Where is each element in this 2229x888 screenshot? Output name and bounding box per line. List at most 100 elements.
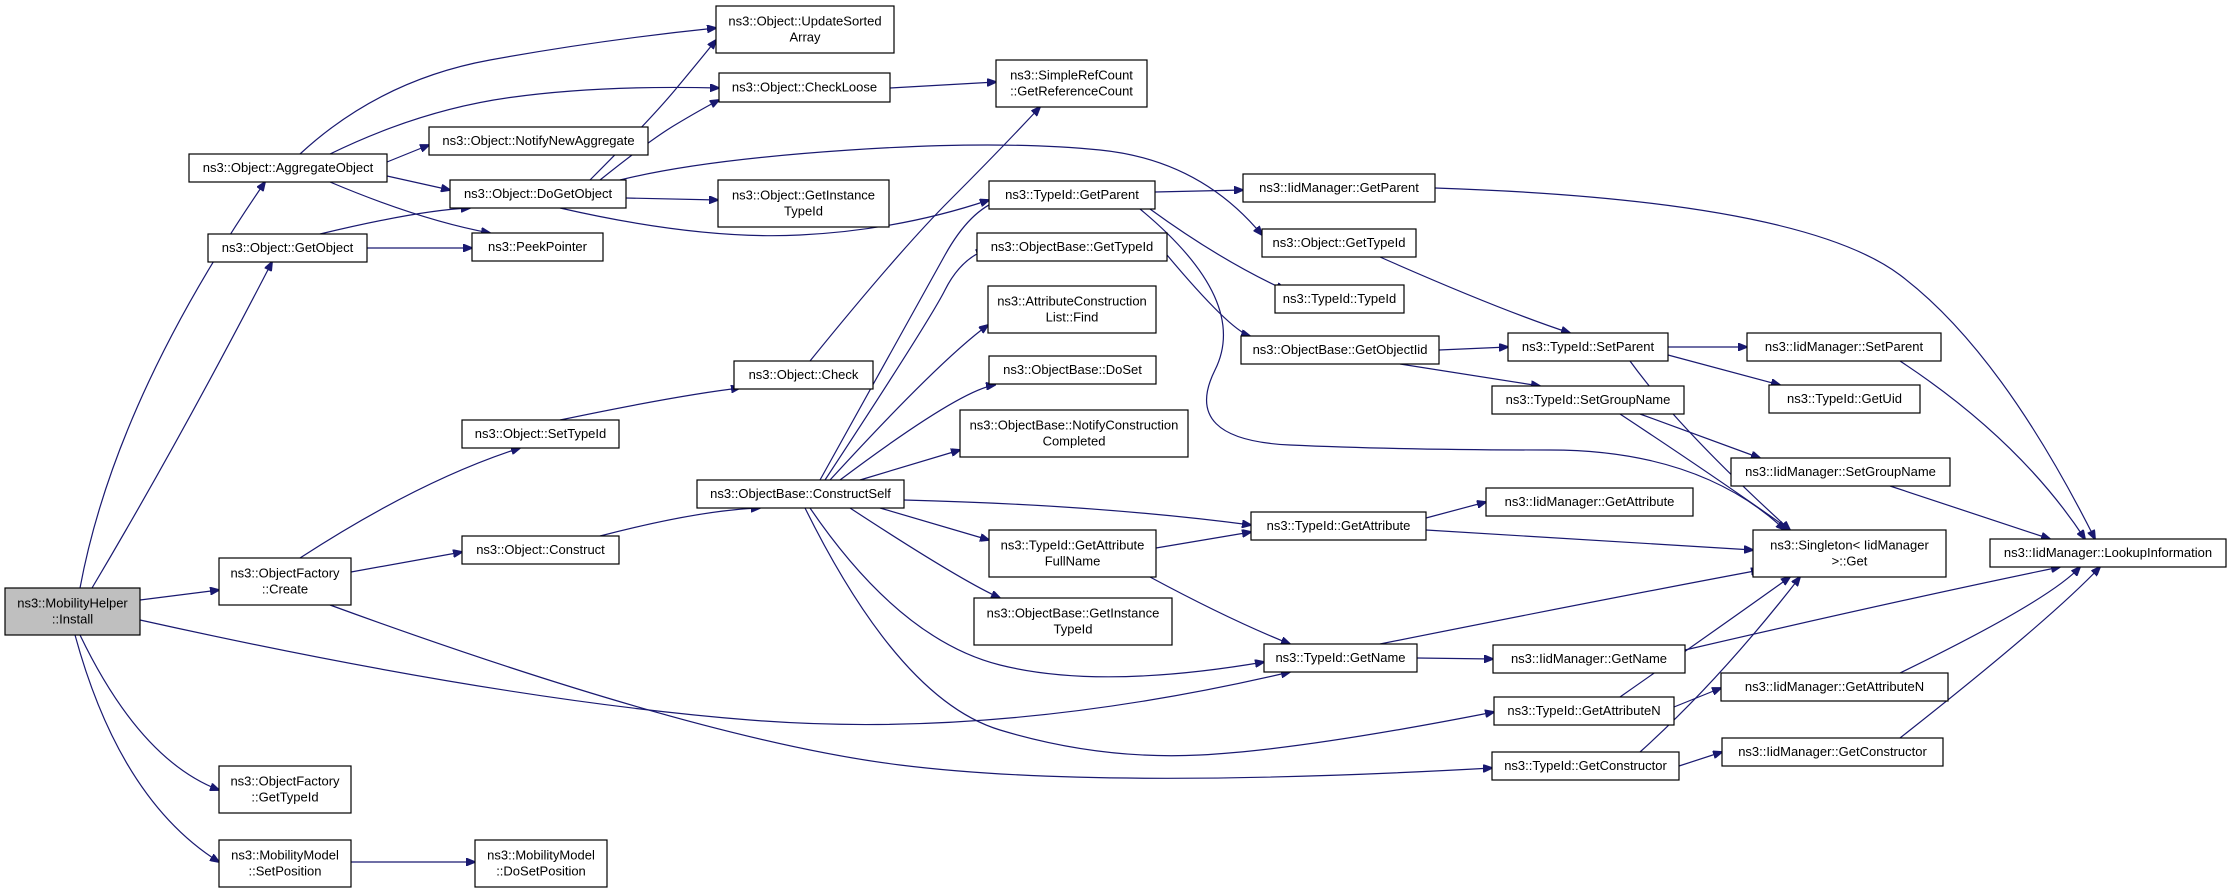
node-iid_getattribute[interactable]: ns3::IidManager::GetAttribute: [1485, 487, 1694, 517]
node-box-singleton_get[interactable]: [1752, 529, 1947, 578]
node-box-tid_getuid[interactable]: [1768, 384, 1921, 414]
node-label-ob_getobjectiid-0: ns3::ObjectBase::GetObjectIid: [1253, 342, 1428, 357]
node-box-install[interactable]: [4, 587, 141, 636]
node-peekpointer[interactable]: ns3::PeekPointer: [471, 232, 604, 262]
node-box-ob_doset[interactable]: [988, 355, 1157, 385]
node-getrefcount[interactable]: ns3::SimpleRefCount::GetReferenceCount: [995, 59, 1148, 108]
node-box-obj_gettypeid[interactable]: [1261, 228, 1417, 258]
edge-constructself-to-tid_getparent: [819, 200, 1000, 481]
node-label-of_create-0: ns3::ObjectFactory: [230, 566, 340, 581]
node-iid_getparent[interactable]: ns3::IidManager::GetParent: [1242, 173, 1436, 203]
node-box-of_gettypeid[interactable]: [218, 765, 352, 814]
node-box-acl_find[interactable]: [987, 285, 1157, 334]
node-of_create[interactable]: ns3::ObjectFactory::Create: [218, 557, 352, 606]
node-notifynewagg[interactable]: ns3::Object::NotifyNewAggregate: [428, 126, 649, 156]
edge-aggregate-to-checkloose: [329, 87, 719, 155]
node-box-peekpointer[interactable]: [471, 232, 604, 262]
node-label-install-0: ns3::MobilityHelper: [17, 596, 128, 611]
node-box-tid_typeid[interactable]: [1274, 284, 1405, 314]
node-box-tid_setgroupname[interactable]: [1491, 385, 1685, 415]
node-label-mm_dosetpos-0: ns3::MobilityModel: [487, 848, 595, 863]
edge-getobject-to-dogetobject: [319, 208, 470, 235]
node-iid_setgroupname[interactable]: ns3::IidManager::SetGroupName: [1730, 457, 1951, 487]
node-box-iid_getname[interactable]: [1492, 644, 1686, 674]
node-box-iid_lookup[interactable]: [1989, 538, 2227, 568]
node-box-getobject[interactable]: [207, 233, 368, 263]
node-box-tid_getattrn[interactable]: [1493, 696, 1675, 726]
node-singleton_get[interactable]: ns3::Singleton< IidManager >::Get: [1752, 529, 1947, 578]
node-iid_getconstructor[interactable]: ns3::IidManager::GetConstructor: [1721, 737, 1944, 767]
edge-ob_gettypeid-to-ob_getobjectiid: [1166, 254, 1250, 336]
node-settypeid[interactable]: ns3::Object::SetTypeId: [461, 419, 620, 449]
node-box-iid_getparent[interactable]: [1242, 173, 1436, 203]
node-box-tid_getattribute[interactable]: [1250, 511, 1427, 541]
node-box-dogetobject[interactable]: [449, 179, 627, 209]
node-box-aggregate[interactable]: [188, 153, 388, 183]
node-getobject[interactable]: ns3::Object::GetObject: [207, 233, 368, 263]
node-box-ob_getinst[interactable]: [973, 597, 1173, 646]
node-box-checkloose[interactable]: [718, 72, 891, 103]
node-tid_getuid[interactable]: ns3::TypeId::GetUid: [1768, 384, 1921, 414]
node-box-constructself[interactable]: [696, 479, 905, 509]
node-aggregate[interactable]: ns3::Object::AggregateObject: [188, 153, 388, 183]
node-iid_getattrn[interactable]: ns3::IidManager::GetAttributeN: [1720, 672, 1949, 702]
node-box-settypeid[interactable]: [461, 419, 620, 449]
node-box-tid_setparent[interactable]: [1507, 332, 1669, 362]
node-box-iid_getattribute[interactable]: [1485, 487, 1694, 517]
node-box-ob_getobjectiid[interactable]: [1240, 335, 1440, 365]
node-tid_getparent[interactable]: ns3::TypeId::GetParent: [988, 180, 1156, 210]
node-constructself[interactable]: ns3::ObjectBase::ConstructSelf: [696, 479, 905, 509]
node-tid_getconstructor[interactable]: ns3::TypeId::GetConstructor: [1491, 751, 1680, 781]
node-tid_getattribute[interactable]: ns3::TypeId::GetAttribute: [1250, 511, 1427, 541]
edge-tid_setgroupname-to-iid_setgroupname: [1639, 413, 1760, 458]
node-install[interactable]: ns3::MobilityHelper::Install: [4, 587, 141, 636]
node-box-iid_getconstructor[interactable]: [1721, 737, 1944, 767]
node-tid_getattrn[interactable]: ns3::TypeId::GetAttributeN: [1493, 696, 1675, 726]
node-box-iid_getattrn[interactable]: [1720, 672, 1949, 702]
node-box-check[interactable]: [733, 360, 874, 390]
node-box-getrefcount[interactable]: [995, 59, 1148, 108]
node-ob_doset[interactable]: ns3::ObjectBase::DoSet: [988, 355, 1157, 385]
node-ob_notify[interactable]: ns3::ObjectBase::NotifyConstructionCompl…: [959, 409, 1189, 458]
node-tid_getname[interactable]: ns3::TypeId::GetName: [1263, 643, 1418, 673]
node-tid_setgroupname[interactable]: ns3::TypeId::SetGroupName: [1491, 385, 1685, 415]
node-box-notifynewagg[interactable]: [428, 126, 649, 156]
node-label-getinst1-1: TypeId: [784, 204, 823, 219]
node-box-getinst1[interactable]: [717, 179, 890, 228]
node-dogetobject[interactable]: ns3::Object::DoGetObject: [449, 179, 627, 209]
node-mm_setpos[interactable]: ns3::MobilityModel::SetPosition: [218, 839, 352, 888]
node-obj_gettypeid[interactable]: ns3::Object::GetTypeId: [1261, 228, 1417, 258]
node-box-construct[interactable]: [461, 535, 620, 565]
node-box-iid_setgroupname[interactable]: [1730, 457, 1951, 487]
node-box-tid_getname[interactable]: [1263, 643, 1418, 673]
node-box-ob_gettypeid[interactable]: [976, 232, 1168, 262]
node-tid_typeid[interactable]: ns3::TypeId::TypeId: [1274, 284, 1405, 314]
node-box-of_create[interactable]: [218, 557, 352, 606]
node-box-mm_setpos[interactable]: [218, 839, 352, 888]
node-box-iid_setparent[interactable]: [1746, 332, 1942, 362]
node-ob_getobjectiid[interactable]: ns3::ObjectBase::GetObjectIid: [1240, 335, 1440, 365]
node-box-ob_notify[interactable]: [959, 409, 1189, 458]
node-iid_getname[interactable]: ns3::IidManager::GetName: [1492, 644, 1686, 674]
node-checkloose[interactable]: ns3::Object::CheckLoose: [718, 72, 891, 103]
node-box-tid_getconstructor[interactable]: [1491, 751, 1680, 781]
node-iid_lookup[interactable]: ns3::IidManager::LookupInformation: [1989, 538, 2227, 568]
node-box-tid_getparent[interactable]: [988, 180, 1156, 210]
node-box-mm_dosetpos[interactable]: [474, 839, 608, 888]
node-construct[interactable]: ns3::Object::Construct: [461, 535, 620, 565]
node-ob_gettypeid[interactable]: ns3::ObjectBase::GetTypeId: [976, 232, 1168, 262]
node-box-tid_getattrfull[interactable]: [988, 529, 1157, 578]
node-mm_dosetpos[interactable]: ns3::MobilityModel::DoSetPosition: [474, 839, 608, 888]
node-of_gettypeid[interactable]: ns3::ObjectFactory::GetTypeId: [218, 765, 352, 814]
node-label-ob_gettypeid-0: ns3::ObjectBase::GetTypeId: [991, 239, 1154, 254]
node-iid_setparent[interactable]: ns3::IidManager::SetParent: [1746, 332, 1942, 362]
node-tid_setparent[interactable]: ns3::TypeId::SetParent: [1507, 332, 1669, 362]
node-check[interactable]: ns3::Object::Check: [733, 360, 874, 390]
node-box-updatesorted[interactable]: [715, 5, 895, 54]
edge-constructself-to-ob_notify: [859, 450, 960, 481]
